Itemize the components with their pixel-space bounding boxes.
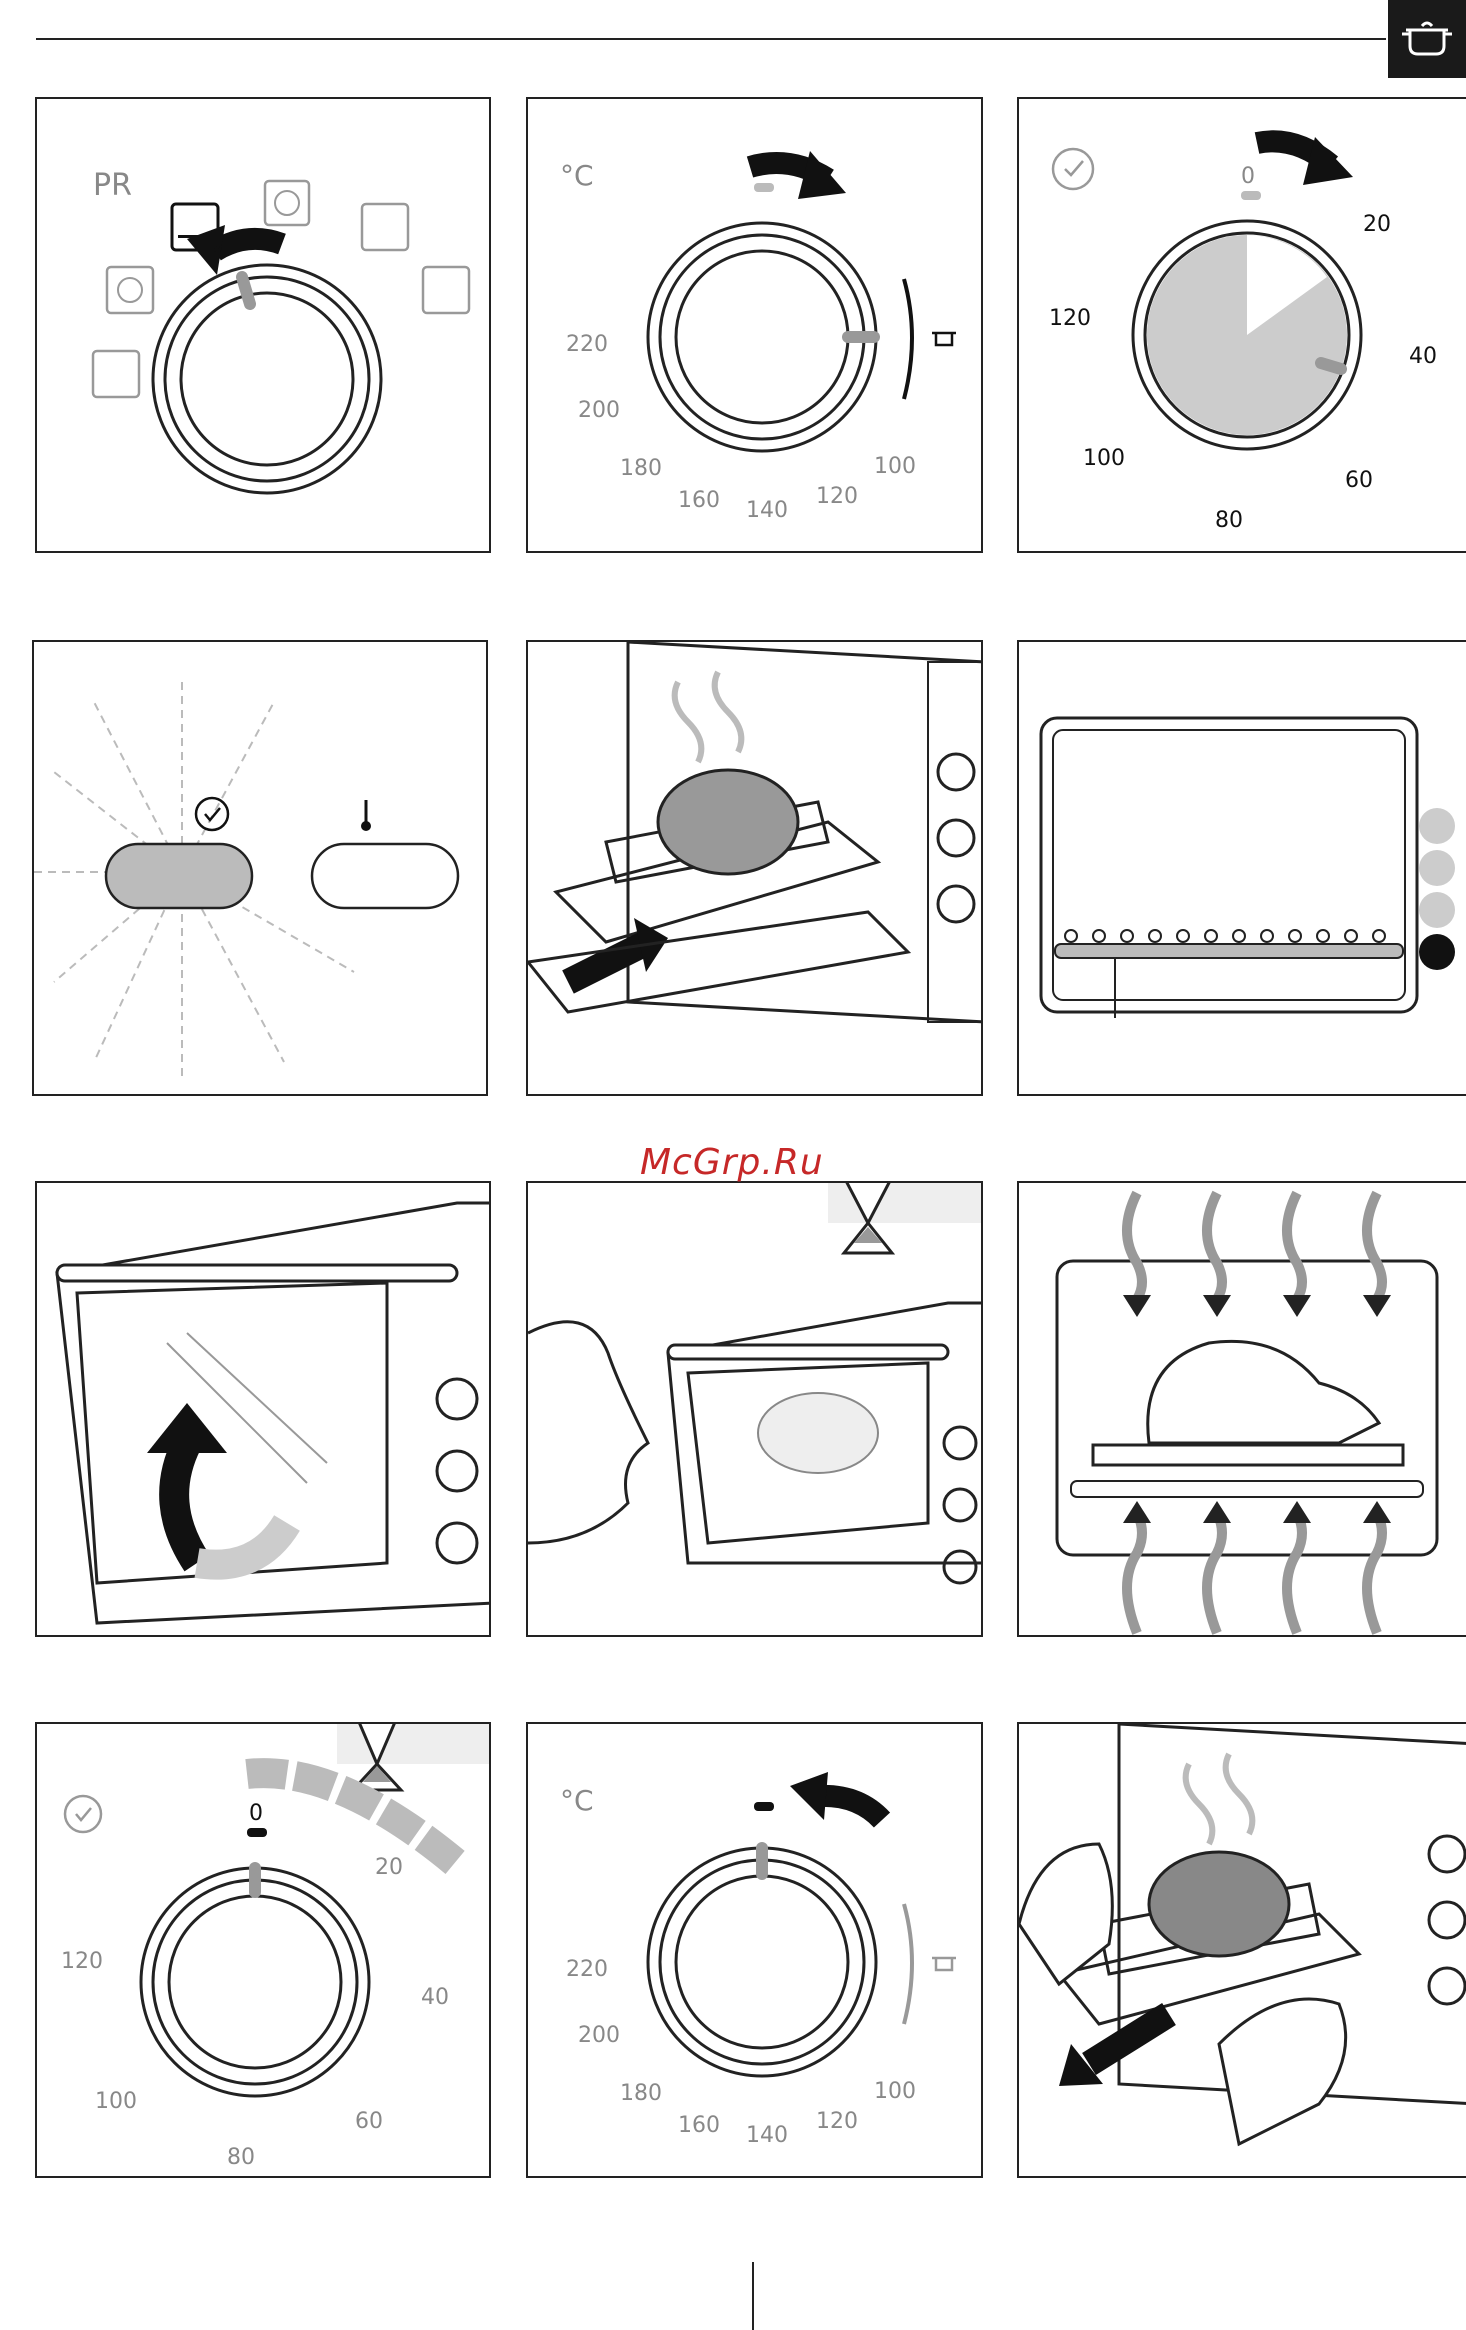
svg-text:100: 100	[874, 2079, 916, 2104]
panel-heat-circulation	[1017, 1181, 1466, 1637]
watermark-text: McGrp.Ru	[640, 1142, 824, 1183]
rack-level-4	[1419, 808, 1455, 844]
dial-pointer	[242, 277, 250, 304]
rack-level-2	[1419, 892, 1455, 928]
oven-knob	[437, 1379, 477, 1419]
svg-text:80: 80	[1215, 508, 1243, 533]
svg-text:140: 140	[746, 2123, 788, 2148]
svg-text:100: 100	[95, 2089, 137, 2114]
close-door-arrow-icon	[174, 1443, 197, 1563]
panel-control-buttons	[32, 640, 488, 1096]
svg-text:80: 80	[227, 2145, 255, 2170]
svg-text:120: 120	[816, 2109, 858, 2134]
wire-rack	[1071, 1481, 1423, 1497]
panel-temperature-off: °C 220 200 180 160 140 120 100	[526, 1722, 983, 2178]
svg-text:20: 20	[1363, 212, 1391, 237]
push-arrow-icon	[568, 942, 648, 982]
roast-chicken	[1149, 1852, 1289, 1956]
svg-text:120: 120	[61, 1949, 103, 1974]
face-profile	[528, 1322, 648, 1543]
svg-text:0: 0	[249, 1801, 263, 1826]
steam-icon	[1186, 1764, 1213, 1844]
oven-knob	[938, 754, 974, 790]
oven-knob	[1429, 1836, 1465, 1872]
panel-timer-end: 0 20 40 60 80 100 120	[35, 1722, 491, 2178]
panel-rack-position	[1017, 640, 1466, 1096]
thermostat-button	[312, 844, 458, 908]
rack-level-1	[1419, 934, 1455, 970]
pot-icon	[932, 1958, 956, 1970]
timer-button	[106, 844, 252, 908]
oven-cavity	[1041, 718, 1417, 1012]
panel-insert-tray	[526, 640, 983, 1096]
temperature-dial	[648, 223, 876, 451]
rotate-left-arrow-icon	[818, 1796, 882, 1820]
baking-tray	[1093, 1445, 1403, 1465]
oven-mitt-right	[1219, 1999, 1346, 2144]
svg-text:°C: °C	[560, 1784, 594, 1817]
svg-text:100: 100	[874, 454, 916, 479]
rotate-left-arrow-icon	[215, 239, 282, 251]
header-rule	[36, 38, 1386, 40]
thermometer-icon	[361, 800, 371, 831]
oven-mitt-left	[1019, 1844, 1112, 1984]
clock-icon	[1053, 149, 1093, 189]
svg-text:200: 200	[578, 2023, 620, 2048]
bottom-heat-icon	[93, 351, 139, 397]
roast-chicken	[1148, 1341, 1379, 1443]
svg-text:180: 180	[620, 456, 662, 481]
svg-text:60: 60	[1345, 468, 1373, 493]
panel-function-selector: PR	[35, 97, 491, 553]
clock-icon	[196, 798, 228, 830]
panel-close-door	[35, 1181, 491, 1637]
svg-text:120: 120	[1049, 306, 1091, 331]
pull-arrow-icon	[1089, 2014, 1169, 2064]
svg-text:180: 180	[620, 2081, 662, 2106]
top-heat-icon	[362, 204, 408, 250]
temp-unit: °C	[560, 159, 594, 192]
panel-watch-cooking	[526, 1181, 983, 1637]
page-center-mark	[752, 2262, 754, 2330]
steam-icon	[675, 682, 702, 762]
svg-text:200: 200	[578, 398, 620, 423]
svg-text:40: 40	[1409, 344, 1437, 369]
oven-knob	[944, 1427, 976, 1459]
svg-text:0: 0	[1241, 164, 1255, 189]
heat-up-arrows-icon	[1127, 1513, 1382, 1633]
timer-dial	[141, 1868, 369, 2096]
svg-text:140: 140	[746, 498, 788, 523]
fan-icon	[265, 181, 309, 225]
svg-text:220: 220	[566, 332, 608, 357]
wire-rack	[1055, 944, 1403, 958]
roast-chicken	[758, 1393, 878, 1473]
panel-timer-dial: 0 20 40 60 80 100 120	[1017, 97, 1466, 553]
defrost-icon	[423, 267, 469, 313]
clock-icon	[65, 1796, 101, 1832]
svg-text:160: 160	[678, 488, 720, 513]
temperature-dial	[648, 1848, 876, 2076]
function-dial	[153, 265, 381, 493]
pr-label: PR	[93, 168, 132, 203]
pot-icon	[932, 333, 956, 345]
header-badge	[1388, 0, 1466, 78]
fan-bottom-icon	[107, 267, 153, 313]
svg-text:40: 40	[421, 1985, 449, 2010]
panel-temperature-dial: °C 220 200 180 160 140 120 100	[526, 97, 983, 553]
svg-text:100: 100	[1083, 446, 1125, 471]
svg-text:220: 220	[566, 1957, 608, 1982]
svg-text:120: 120	[816, 484, 858, 509]
svg-text:20: 20	[375, 1855, 403, 1880]
roast-chicken	[658, 770, 798, 874]
pot-icon	[1388, 0, 1466, 78]
svg-text:60: 60	[355, 2109, 383, 2134]
oven-door	[77, 1283, 387, 1583]
svg-text:160: 160	[678, 2113, 720, 2138]
heat-down-arrows-icon	[1127, 1193, 1382, 1299]
panel-remove-tray	[1017, 1722, 1466, 2178]
rack-level-3	[1419, 850, 1455, 886]
